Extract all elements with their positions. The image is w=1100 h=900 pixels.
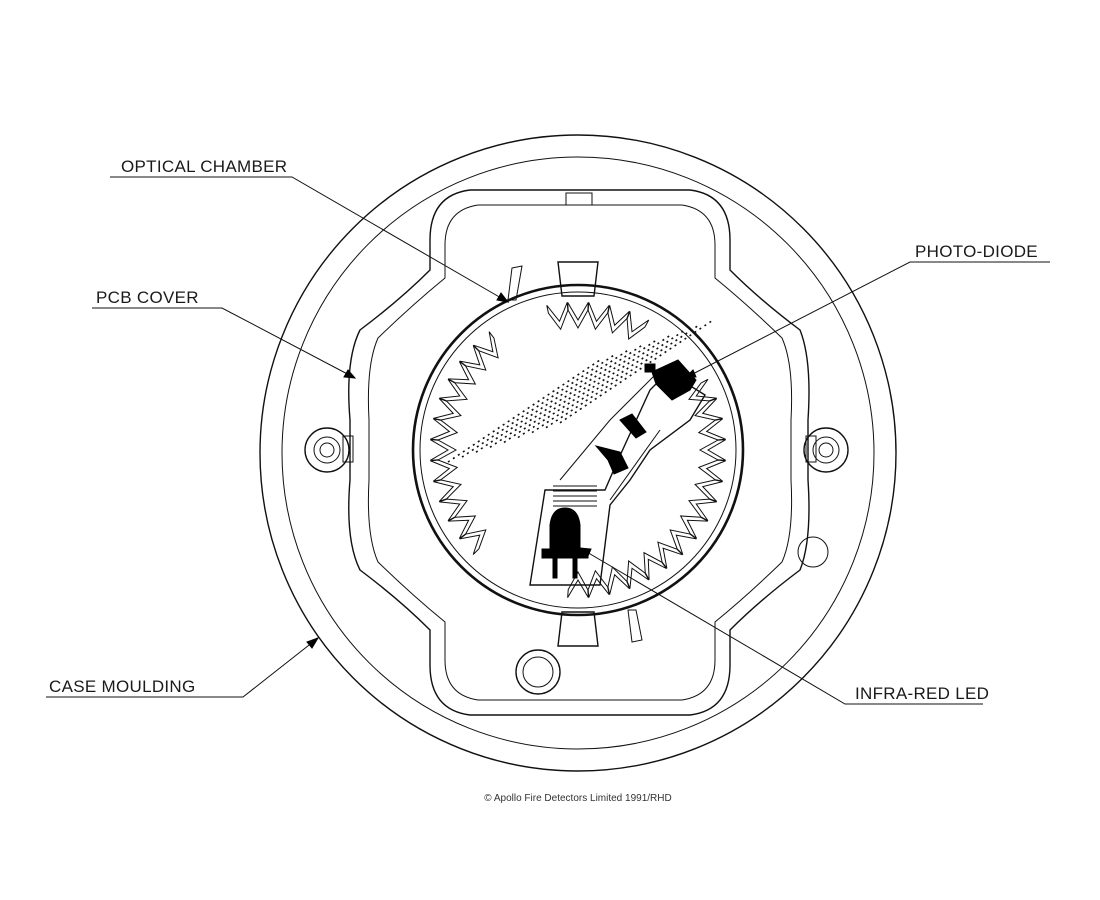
light-path-dash <box>545 325 699 429</box>
labyrinth-chevron <box>697 459 726 482</box>
light-path-dash <box>559 320 713 424</box>
labyrinth-chevron <box>694 398 723 421</box>
label-photo-diode: PHOTO-DIODE <box>915 242 1038 261</box>
light-path-dash <box>503 339 657 444</box>
pcb-cover <box>342 189 817 716</box>
labyrinth-chevron <box>587 302 610 331</box>
chamber-tabs <box>507 261 643 647</box>
labyrinth-chevron <box>607 305 630 334</box>
labyrinth-chevron <box>430 459 459 482</box>
labyrinth-chevron <box>694 479 723 502</box>
labyrinth-chevron <box>546 302 569 331</box>
case-moulding <box>259 134 897 772</box>
labyrinth-chevron <box>626 560 650 589</box>
leader-lines <box>46 176 1050 705</box>
labyrinth-chevrons <box>430 302 726 598</box>
labyrinth-chevron <box>626 311 650 340</box>
labyrinth-chevron <box>657 541 683 569</box>
labyrinth-chevron <box>439 498 468 522</box>
labyrinth-chevron <box>643 551 667 581</box>
light-path-dash <box>489 344 643 448</box>
light-path-dash <box>475 349 629 453</box>
light-path-dash <box>531 329 685 434</box>
copyright-notice: © Apollo Fire Detectors Limited 1991/RHD <box>484 793 671 804</box>
labyrinth-chevron <box>473 331 499 359</box>
labyrinth-chevron <box>430 418 459 441</box>
labyrinth-chevron <box>430 439 458 461</box>
light-path-dash <box>517 334 671 439</box>
labyrinth-chevron <box>447 361 477 385</box>
labyrinth-chevron <box>698 439 726 461</box>
labyrinth-chevron <box>688 498 717 522</box>
light-path-dash <box>447 359 601 463</box>
label-infra-red-led: INFRA-RED LED <box>855 684 989 703</box>
labyrinth-chevron <box>697 418 726 441</box>
label-case-moulding: CASE MOULDING <box>49 677 196 696</box>
labyrinth-chevron <box>669 529 697 555</box>
label-pcb-cover: PCB COVER <box>96 288 199 307</box>
labyrinth-chevron <box>439 378 468 402</box>
optical-block <box>529 369 706 586</box>
labyrinth-chevron <box>587 569 610 598</box>
labyrinth-chevron <box>567 570 589 598</box>
labyrinth-chevron <box>679 515 709 539</box>
labyrinth-chevron <box>433 479 462 502</box>
labyrinth-chevron <box>567 302 589 330</box>
optical-chamber <box>411 283 745 617</box>
label-optical-chamber: OPTICAL CHAMBER <box>121 157 287 176</box>
labyrinth-chevron <box>459 529 487 555</box>
light-path-hatching <box>447 320 713 463</box>
labyrinth-chevron <box>433 398 462 421</box>
light-path-dash <box>461 354 615 458</box>
labyrinth-chevron <box>459 345 487 371</box>
infra-red-led <box>541 507 589 579</box>
labyrinth-chevron <box>447 515 477 539</box>
mounting-lugs <box>304 427 849 695</box>
photo-diode <box>644 359 697 401</box>
